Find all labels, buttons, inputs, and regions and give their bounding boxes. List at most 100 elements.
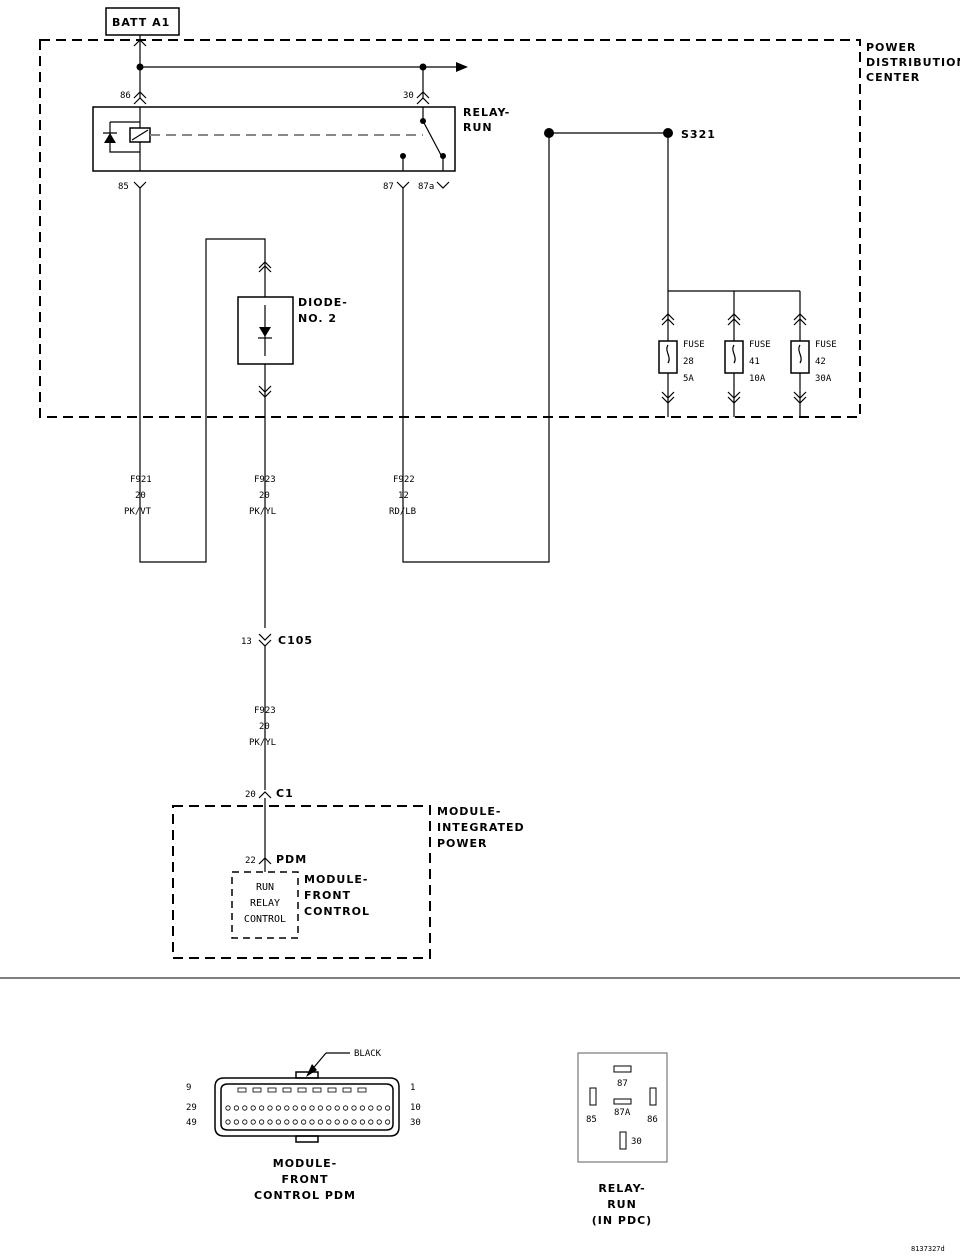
fcm-label-1: MODULE- — [304, 873, 368, 886]
relay-view-87: 87 — [617, 1079, 628, 1089]
diode-label-1: DIODE- — [298, 296, 348, 309]
connector-cavity — [312, 1087, 322, 1093]
connector-pin — [258, 1119, 265, 1125]
relay-pin-30: 30 — [403, 91, 414, 101]
pin87a-arrow — [436, 181, 450, 189]
mip-label-3: POWER — [437, 837, 488, 850]
pdc-label-2: DISTRIBUTION — [866, 56, 960, 69]
relay-slot-87 — [613, 1065, 632, 1073]
fcm-boundary — [231, 871, 299, 939]
connector-pin — [326, 1119, 332, 1125]
batt-label: BATT A1 — [112, 16, 170, 29]
fcm-connector-view: BLACK 9 29 49 1 10 30 MODULE- FRONT CONT… — [186, 1049, 421, 1202]
c1-label: C1 — [276, 787, 294, 800]
bus-junction-left — [136, 63, 144, 71]
rrc-label-3: CONTROL — [244, 914, 286, 925]
connector-title-2: FRONT — [281, 1173, 328, 1186]
connector-pin — [317, 1119, 323, 1125]
connector-cavity — [252, 1087, 262, 1093]
connector-pin — [309, 1105, 315, 1111]
connector-pin — [233, 1105, 239, 1111]
figure-id: 8137327d — [911, 1245, 945, 1253]
connector-pin — [384, 1119, 391, 1125]
fuse-41: FUSE 41 10A — [724, 291, 771, 417]
connector-pin — [250, 1119, 256, 1125]
connector-pin — [300, 1105, 307, 1111]
connector-pin — [233, 1119, 239, 1125]
wire-f921-gauge: 20 — [135, 491, 146, 501]
connector-title-3: CONTROL PDM — [254, 1189, 356, 1202]
connector-pin — [284, 1119, 290, 1125]
connector-pin — [300, 1119, 307, 1125]
connector-cavity — [297, 1087, 307, 1093]
relay-pin-85: 85 — [118, 182, 129, 192]
pdc-boundary — [39, 39, 861, 418]
fuse-42: FUSE 42 30A — [790, 291, 837, 417]
pin85-arrow — [133, 181, 147, 189]
pdm-label: PDM — [276, 853, 307, 866]
connector-pin — [242, 1105, 248, 1111]
fcm-label-3: CONTROL — [304, 905, 370, 918]
rrc-label-1: RUN — [256, 882, 274, 893]
connector-pin — [359, 1105, 365, 1111]
connector-pin — [351, 1119, 357, 1125]
connector-pin — [317, 1105, 323, 1111]
conn-pin-right-0: 1 — [410, 1083, 415, 1093]
fuse-41-label: FUSE — [749, 340, 771, 350]
relay-view-85: 85 — [586, 1115, 597, 1125]
fuse-28-label: FUSE — [683, 340, 705, 350]
connector-cavity — [327, 1087, 337, 1093]
connector-pin — [267, 1119, 273, 1125]
fuse-41-num: 41 — [749, 357, 760, 367]
c105-connector — [258, 633, 272, 647]
mip-label-2: INTEGRATED — [437, 821, 525, 834]
connector-pin — [359, 1119, 365, 1125]
connector-cavity — [357, 1087, 367, 1093]
connector-pin — [242, 1119, 248, 1125]
relay-view-title-3: (IN PDC) — [592, 1214, 652, 1227]
relay-pin-87a: 87a — [418, 182, 434, 192]
connector-pin — [225, 1119, 231, 1125]
connector-pin — [275, 1105, 281, 1111]
relay-pin-86: 86 — [120, 91, 131, 101]
connector-pin — [250, 1105, 256, 1111]
relay-slot-87a — [613, 1098, 632, 1105]
wire-f923-color: PK/YL — [249, 507, 276, 517]
connector-pin — [376, 1105, 382, 1111]
connector-pin — [342, 1119, 349, 1125]
c1-pin: 20 — [245, 790, 256, 800]
connector-pin — [334, 1105, 340, 1111]
relay-title-1: RELAY- — [463, 106, 510, 119]
pdm-connector — [258, 857, 272, 865]
connector-pin — [292, 1105, 298, 1111]
relay-pin-87: 87 — [383, 182, 394, 192]
splice-s321-label: S321 — [681, 128, 716, 141]
pin86-arrow — [133, 91, 147, 105]
connector-color-label: BLACK — [354, 1049, 382, 1059]
diode-output-arrow — [258, 385, 272, 398]
coil-slash — [131, 129, 149, 141]
fuse-42-label: FUSE — [815, 340, 837, 350]
diode-symbol — [259, 327, 271, 337]
wire-f923-circuit: F923 — [254, 475, 276, 485]
relay-title-2: RUN — [463, 121, 493, 134]
connector-cavity — [342, 1087, 352, 1093]
relay-slot-86 — [649, 1087, 657, 1106]
batt-box — [105, 7, 180, 36]
wire-f921-color: PK/VT — [124, 507, 152, 517]
mip-boundary — [172, 805, 431, 959]
relay-view-title-1: RELAY- — [598, 1182, 645, 1195]
connector-pin — [309, 1119, 315, 1125]
bus-arrowhead — [456, 62, 468, 72]
connector-pin — [342, 1105, 349, 1111]
rrc-label-2: RELAY — [250, 898, 280, 909]
pdm-pin: 22 — [245, 856, 256, 866]
conn-pin-right-2: 30 — [410, 1118, 421, 1128]
diode-loop-wire — [139, 188, 266, 563]
diode-label-2: NO. 2 — [298, 312, 337, 325]
conn-pin-left-2: 49 — [186, 1118, 197, 1128]
fuse-42-amp: 30A — [815, 374, 832, 384]
conn-pin-left-1: 29 — [186, 1103, 197, 1113]
batt-terminal-arrow — [133, 39, 147, 47]
diode-input-arrow — [258, 261, 272, 273]
